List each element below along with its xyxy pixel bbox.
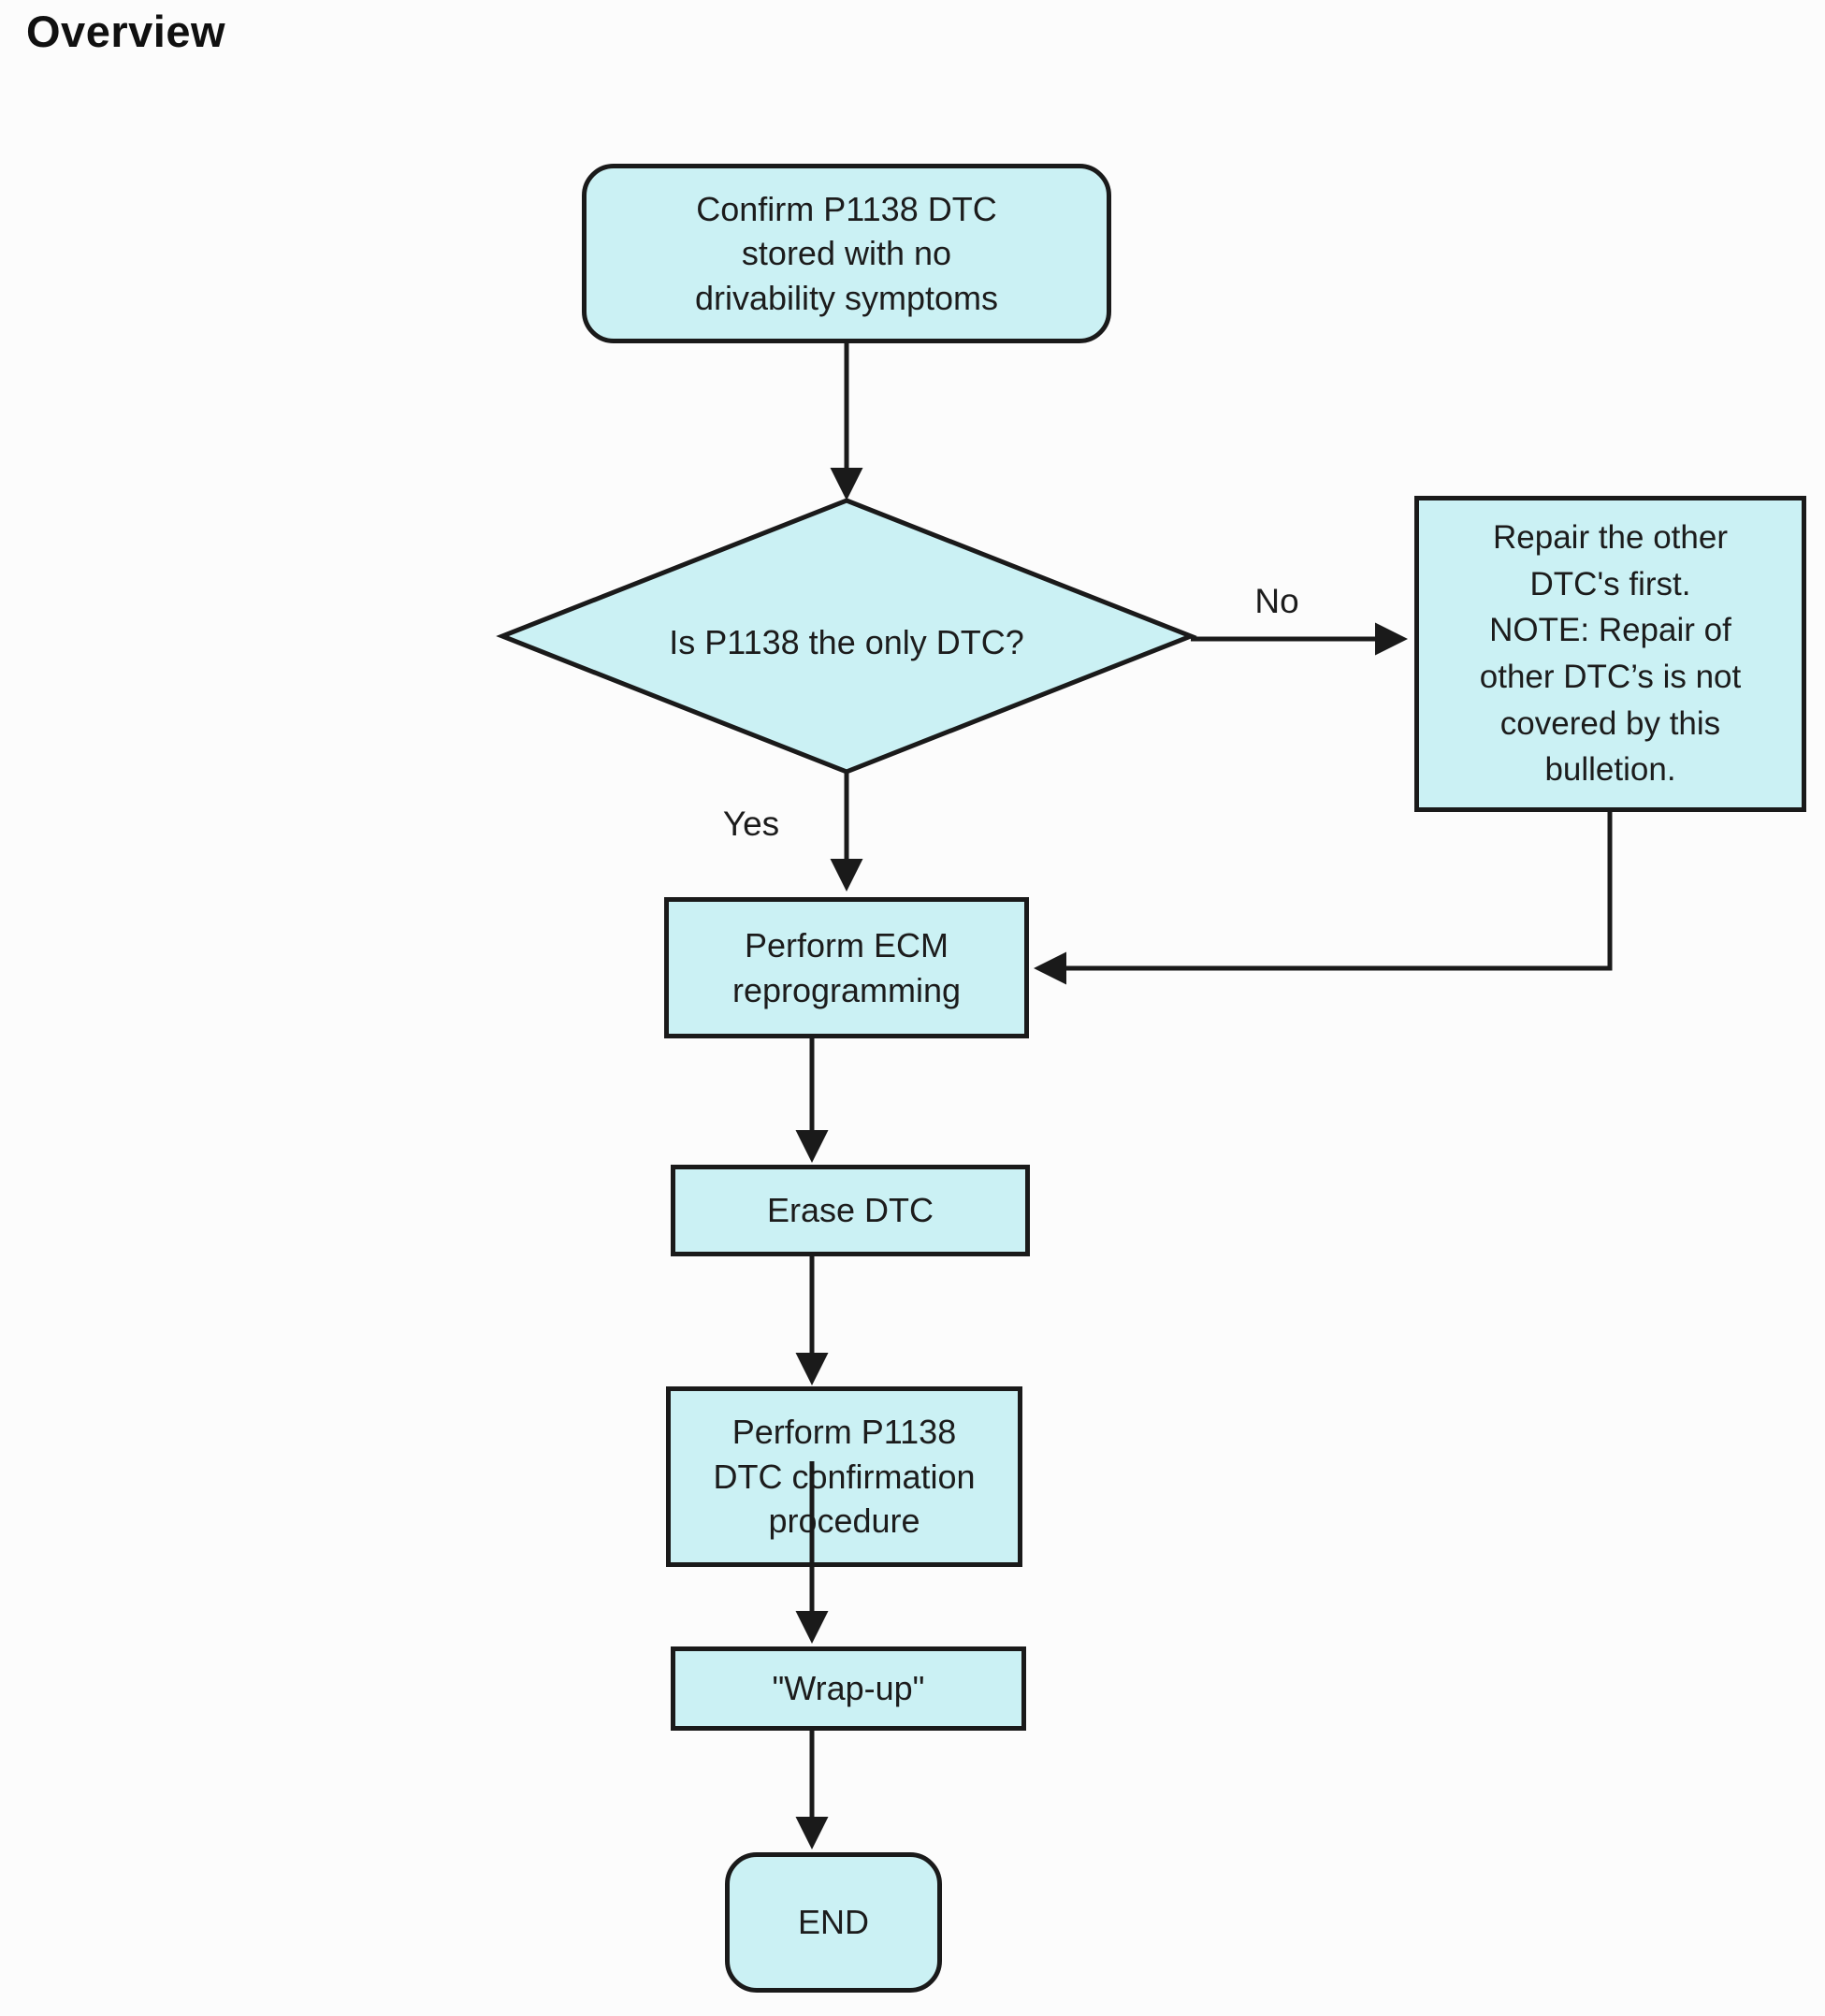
edge-label-no: No xyxy=(1254,582,1299,620)
node-wrap-up: "Wrap-up" xyxy=(671,1646,1026,1731)
edge-label-yes: Yes xyxy=(722,805,780,843)
node-decision-only-dtc: Is P1138 the only DTC? xyxy=(669,623,1024,661)
node-repair-other-dtcs: Repair the other DTC's first. NOTE: Repa… xyxy=(1414,496,1806,812)
page-title: Overview xyxy=(26,7,226,56)
node-dtc-confirmation-procedure: Perform P1138 DTC confirmation procedure xyxy=(666,1386,1022,1567)
node-confirm-dtc: Confirm P1138 DTC stored with no drivabi… xyxy=(582,164,1111,343)
node-erase-dtc: Erase DTC xyxy=(671,1165,1030,1256)
node-end: END xyxy=(725,1852,942,1993)
node-perform-ecm-reprogramming: Perform ECM reprogramming xyxy=(664,897,1029,1038)
